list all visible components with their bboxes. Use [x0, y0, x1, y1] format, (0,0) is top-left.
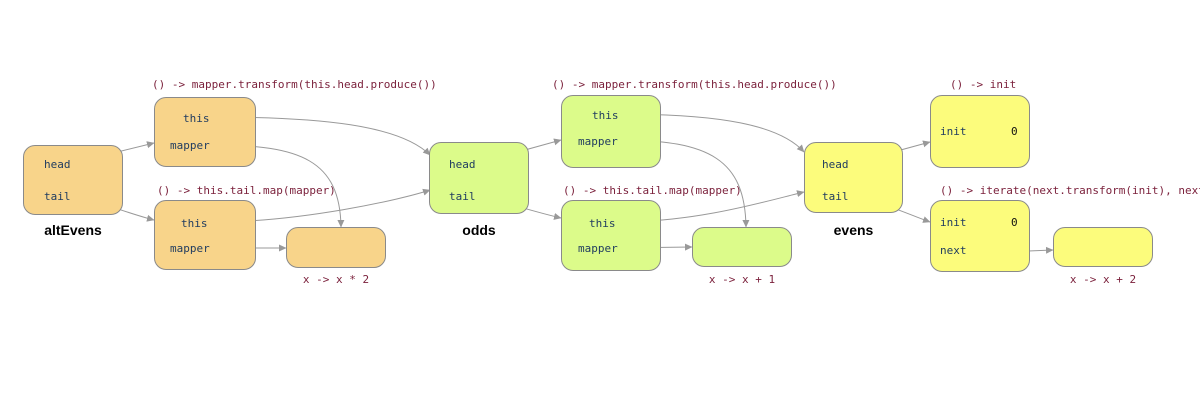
odds-lambda-box [692, 227, 792, 267]
altevens-head-thunk: this mapper [154, 97, 256, 167]
evens-lambda-label: x -> x + 2 [1069, 273, 1137, 286]
altevens-head-thunk-code: () -> mapper.transform(this.head.produce… [152, 78, 437, 91]
odds-head-thunk-this-field: this [592, 109, 619, 122]
altevens-head-field: head [44, 158, 71, 171]
evens-stream-node: head tail [804, 142, 903, 213]
evens-lambda-box [1053, 227, 1153, 267]
altevens-tail-thunk: this mapper [154, 200, 256, 270]
altevens-lambda-box [286, 227, 386, 268]
odds-lambda-label: x -> x + 1 [708, 273, 776, 286]
odds-head-field: head [449, 158, 476, 171]
evens-tail-field: tail [822, 190, 849, 203]
odds-stream-node: head tail [429, 142, 529, 214]
altevens-head-thunk-mapper-field: mapper [170, 139, 210, 152]
altevens-stream-node: head tail [23, 145, 123, 215]
evens-title: evens [833, 222, 874, 238]
odds-head-thunk-code: () -> mapper.transform(this.head.produce… [552, 78, 837, 91]
odds-head-thunk: this mapper [561, 95, 661, 168]
altevens-tail-thunk-mapper-field: mapper [170, 242, 210, 255]
evens-head-thunk-init-field: init [940, 125, 967, 138]
odds-tail-field: tail [449, 190, 476, 203]
altevens-title: altEvens [44, 222, 102, 238]
evens-tail-thunk-init-field: init [940, 216, 967, 229]
odds-tail-thunk-this-field: this [589, 217, 616, 230]
evens-tail-thunk-init-value: 0 [1011, 216, 1018, 229]
odds-title: odds [462, 222, 496, 238]
odds-head-thunk-mapper-field: mapper [578, 135, 618, 148]
odds-tail-thunk-code: () -> this.tail.map(mapper) [563, 184, 742, 197]
evens-head-thunk-code: () -> init [950, 78, 1017, 91]
altevens-tail-field: tail [44, 190, 71, 203]
altevens-head-thunk-this-field: this [183, 112, 210, 125]
altevens-tail-thunk-code: () -> this.tail.map(mapper) [157, 184, 336, 197]
altevens-lambda-label: x -> x * 2 [302, 273, 370, 286]
odds-tail-thunk-mapper-field: mapper [578, 242, 618, 255]
evens-tail-thunk: init 0 next [930, 200, 1030, 272]
evens-tail-thunk-next-field: next [940, 244, 967, 257]
evens-head-field: head [822, 158, 849, 171]
odds-tail-thunk: this mapper [561, 200, 661, 271]
evens-head-thunk: init 0 [930, 95, 1030, 168]
evens-head-thunk-init-value: 0 [1011, 125, 1018, 138]
evens-tail-thunk-code: () -> iterate(next.transform(init), next… [940, 184, 1200, 197]
altevens-tail-thunk-this-field: this [181, 217, 208, 230]
